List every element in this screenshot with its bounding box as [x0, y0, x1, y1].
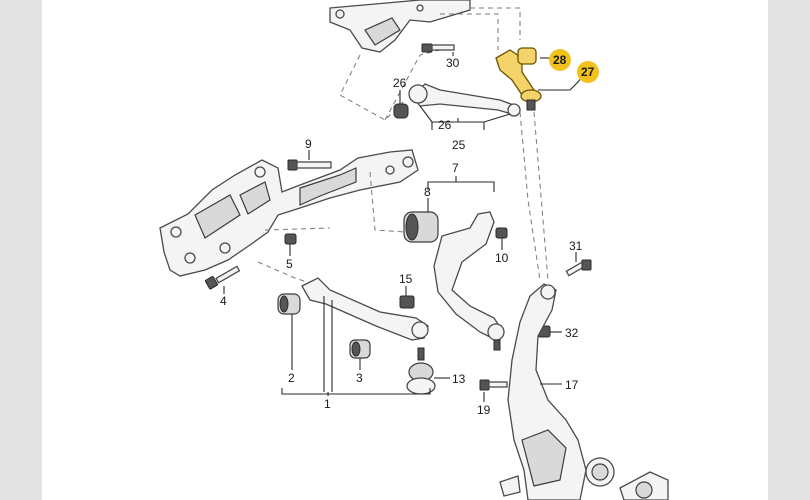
- label-25: 25: [452, 138, 466, 152]
- label-26-bracket: 26: [438, 118, 452, 132]
- label-31: 31: [569, 239, 583, 253]
- ball-joint-13: [406, 347, 436, 395]
- label-4: 4: [220, 294, 227, 308]
- body-bracket-top: [329, 0, 471, 53]
- guide-line: [470, 7, 521, 40]
- guide-line: [264, 227, 331, 231]
- guide-line: [519, 111, 541, 281]
- label-10: 10: [495, 251, 509, 265]
- highlight-marker-28: [549, 49, 571, 71]
- label-5: 5: [286, 257, 293, 271]
- guide-line: [384, 49, 441, 121]
- bolt-4: [204, 265, 241, 290]
- bolt-31: [565, 259, 592, 277]
- bolt-19: [479, 379, 508, 391]
- upper-control-arm: [408, 83, 521, 117]
- subframe: [159, 149, 419, 277]
- diagram-paper: [42, 0, 768, 500]
- nut-15: [399, 295, 415, 309]
- leader-lines: [223, 52, 587, 402]
- label-8: 8: [424, 185, 431, 199]
- part-labels: 30 28 27 26 26 25 9 7 8 10 31 5 4 15 32 …: [220, 53, 595, 417]
- label-9: 9: [305, 137, 312, 151]
- nut-10: [495, 227, 508, 239]
- bolt-9: [287, 159, 332, 171]
- label-19: 19: [477, 403, 491, 417]
- label-2: 2: [288, 371, 295, 385]
- left-margin: [0, 0, 42, 500]
- label-1: 1: [324, 397, 331, 411]
- label-26: 26: [393, 76, 407, 90]
- highlight-marker-27: [577, 61, 599, 83]
- label-13: 13: [452, 372, 466, 386]
- label-17: 17: [565, 378, 579, 392]
- right-margin: [768, 0, 810, 500]
- label-3: 3: [356, 371, 363, 385]
- guide-line: [440, 13, 499, 50]
- nut-5: [284, 233, 297, 245]
- bushing-2: [277, 293, 301, 315]
- label-32: 32: [565, 326, 579, 340]
- label-30: 30: [446, 56, 460, 70]
- wheel-knuckle-17: [499, 283, 669, 500]
- lower-control-arm-7: [433, 211, 505, 351]
- label-7: 7: [452, 161, 459, 175]
- bolt-30: [421, 43, 455, 53]
- bushing-8: [403, 211, 439, 243]
- label-28: 28: [553, 53, 567, 67]
- guide-line: [533, 111, 549, 281]
- guide-line: [369, 171, 406, 233]
- label-15: 15: [399, 272, 413, 286]
- lower-arm-1: [301, 277, 429, 341]
- label-27: 27: [581, 65, 595, 79]
- bushing-26: [393, 103, 409, 119]
- bushing-3: [349, 339, 371, 359]
- upper-link-highlighted: [495, 47, 542, 111]
